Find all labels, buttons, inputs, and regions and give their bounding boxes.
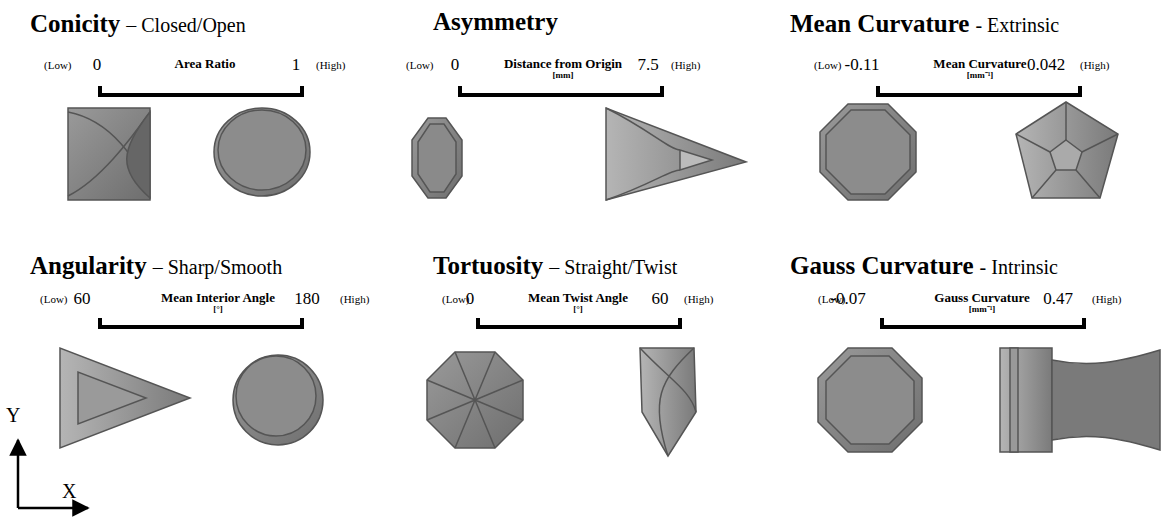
scale-unit: [mm⁻¹] (967, 71, 994, 81)
scale-value: -0.07 (830, 290, 865, 309)
scale-end-label: (High) (340, 293, 369, 305)
scale-title: Mean Twist Angle (528, 291, 628, 305)
scale-end-label: (High) (684, 293, 713, 305)
scale-title: Gauss Curvature (934, 291, 1029, 305)
scale-end-label: (Low) (44, 59, 72, 71)
scale-value: 0 (451, 56, 460, 75)
scale-end-label: (High) (316, 59, 345, 71)
descriptor-subtitle: - Intrinsic (980, 256, 1058, 278)
scale-title: Area Ratio (175, 57, 236, 71)
descriptor-subtitle: – Straight/Twist (549, 256, 677, 278)
scale-value: 0.042 (1027, 56, 1065, 75)
descriptor-heading: Mean Curvature (790, 10, 969, 38)
scale-end-label: (Low) (40, 293, 68, 305)
scale-title: Mean Curvature (933, 57, 1026, 71)
descriptor-heading: Angularity (30, 252, 147, 280)
scale-end-label: (High) (1092, 293, 1121, 305)
axis-label: Y (6, 404, 20, 426)
axis-label: X (62, 480, 76, 502)
scale-unit: [mm] (553, 71, 574, 81)
scale-value: 0 (466, 290, 475, 309)
scale-value: 1 (292, 56, 301, 75)
descriptor-heading: Tortuosity (433, 252, 543, 280)
scale-unit: [mm⁻¹] (969, 305, 996, 315)
descriptor-heading: Asymmetry (433, 8, 558, 36)
descriptor-subtitle: – Sharp/Smooth (153, 256, 282, 278)
descriptor-heading: Gauss Curvature (790, 252, 974, 280)
scale-end-label: (Low) (406, 59, 434, 71)
scale-value: 0.47 (1043, 290, 1073, 309)
scale-value: 0 (93, 56, 102, 75)
scale-value: 7.5 (637, 56, 658, 75)
scale-value: 180 (294, 290, 320, 309)
descriptor-heading: Conicity (30, 10, 120, 38)
descriptor-subtitle: – Closed/Open (126, 14, 245, 36)
scale-value: 60 (652, 290, 669, 309)
scale-value: -0.11 (845, 56, 880, 75)
scale-title: Distance from Origin (504, 57, 622, 71)
scale-end-label: (Low) (814, 59, 842, 71)
scale-end-label: (Low) (442, 293, 470, 305)
scale-unit: [°] (213, 305, 223, 315)
descriptor-subtitle: - Extrinsic (975, 14, 1059, 36)
scale-unit: [°] (573, 305, 583, 315)
scale-end-label: (High) (1080, 59, 1109, 71)
scale-value: 60 (74, 290, 91, 309)
scale-title: Mean Interior Angle (161, 291, 275, 305)
scale-end-label: (High) (671, 59, 700, 71)
